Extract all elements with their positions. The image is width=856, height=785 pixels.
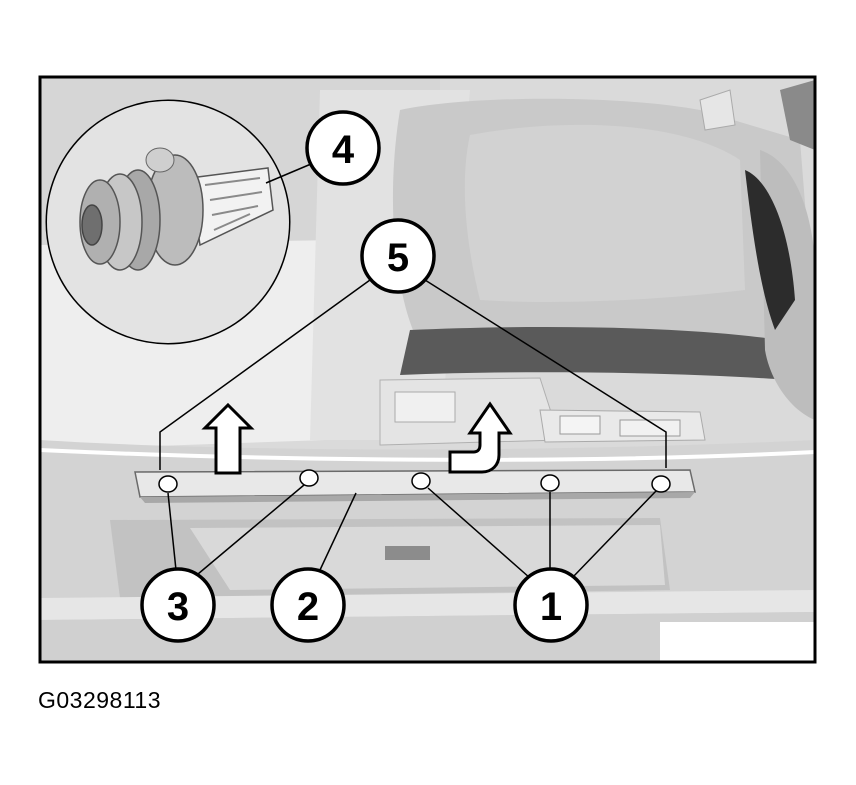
leader-line-1c	[571, 490, 657, 579]
curved-up-arrow	[448, 401, 513, 474]
callout-1: 1	[513, 567, 589, 643]
leader-line-1a	[427, 487, 531, 579]
leader-line-3b	[197, 484, 305, 575]
clip-hole	[651, 475, 671, 493]
leader-line-4	[265, 163, 312, 184]
callout-5: 5	[360, 218, 436, 294]
clip-hole	[540, 474, 560, 492]
clip-hole	[411, 472, 431, 490]
callout-5-label: 5	[387, 236, 409, 280]
clip-hole	[299, 469, 319, 487]
callout-3: 3	[140, 567, 216, 643]
clip-holes	[158, 469, 671, 493]
inset-clip-magnifier	[45, 99, 291, 345]
frame-border	[38, 75, 817, 664]
callout-3-label: 3	[167, 585, 189, 629]
leader-line-3a	[167, 492, 177, 571]
leader-line-2	[319, 492, 357, 571]
figure-code: G03298113	[38, 687, 162, 713]
seat	[392, 80, 815, 420]
leader-line-5-right	[424, 279, 667, 468]
callout-1-label: 1	[540, 585, 562, 629]
callout-2-label: 2	[297, 585, 319, 629]
callout-4: 4	[305, 110, 381, 186]
straight-up-arrow	[201, 402, 255, 475]
leader-line-5-left	[159, 279, 371, 470]
sill-emblem	[385, 546, 430, 560]
clip-hole	[158, 475, 178, 493]
callout-2: 2	[270, 567, 346, 643]
callout-4-label: 4	[332, 128, 355, 172]
leader-lines	[159, 163, 667, 579]
